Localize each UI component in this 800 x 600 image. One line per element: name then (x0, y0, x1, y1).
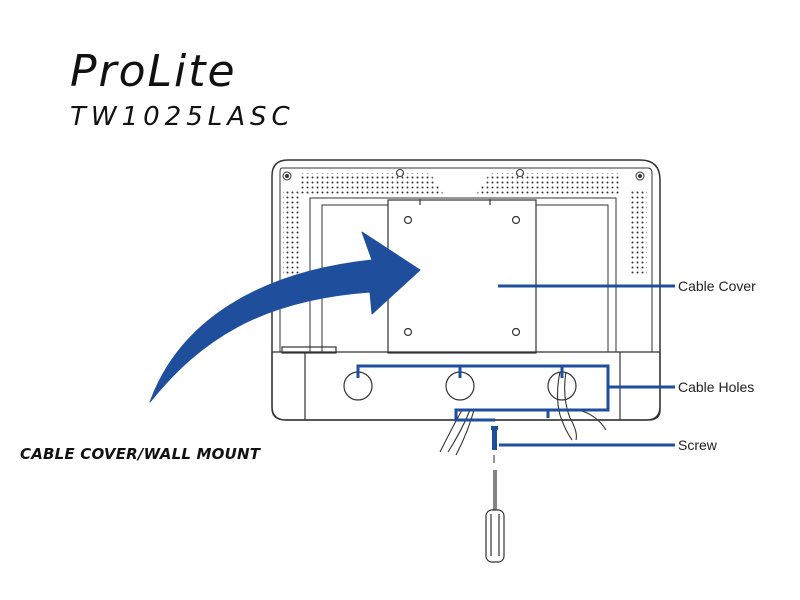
callout-lines (356, 284, 675, 447)
cable-holes-label: Cable Holes (678, 379, 755, 395)
brand-logo: ProLite (70, 46, 237, 97)
screw-icon (491, 426, 498, 463)
vent-grille (283, 173, 647, 275)
curved-arrow-icon (149, 231, 421, 403)
screwdriver-icon (485, 470, 505, 563)
corner-screws (282, 169, 645, 181)
screw-label: Screw (678, 437, 717, 453)
model-name: TW1025LASC (70, 102, 295, 132)
cables (439, 371, 607, 456)
cable-cover-label: Cable Cover (678, 278, 756, 294)
bottom-panel (271, 346, 661, 421)
diagram-caption: CABLE COVER/WALL MOUNT (20, 445, 261, 463)
